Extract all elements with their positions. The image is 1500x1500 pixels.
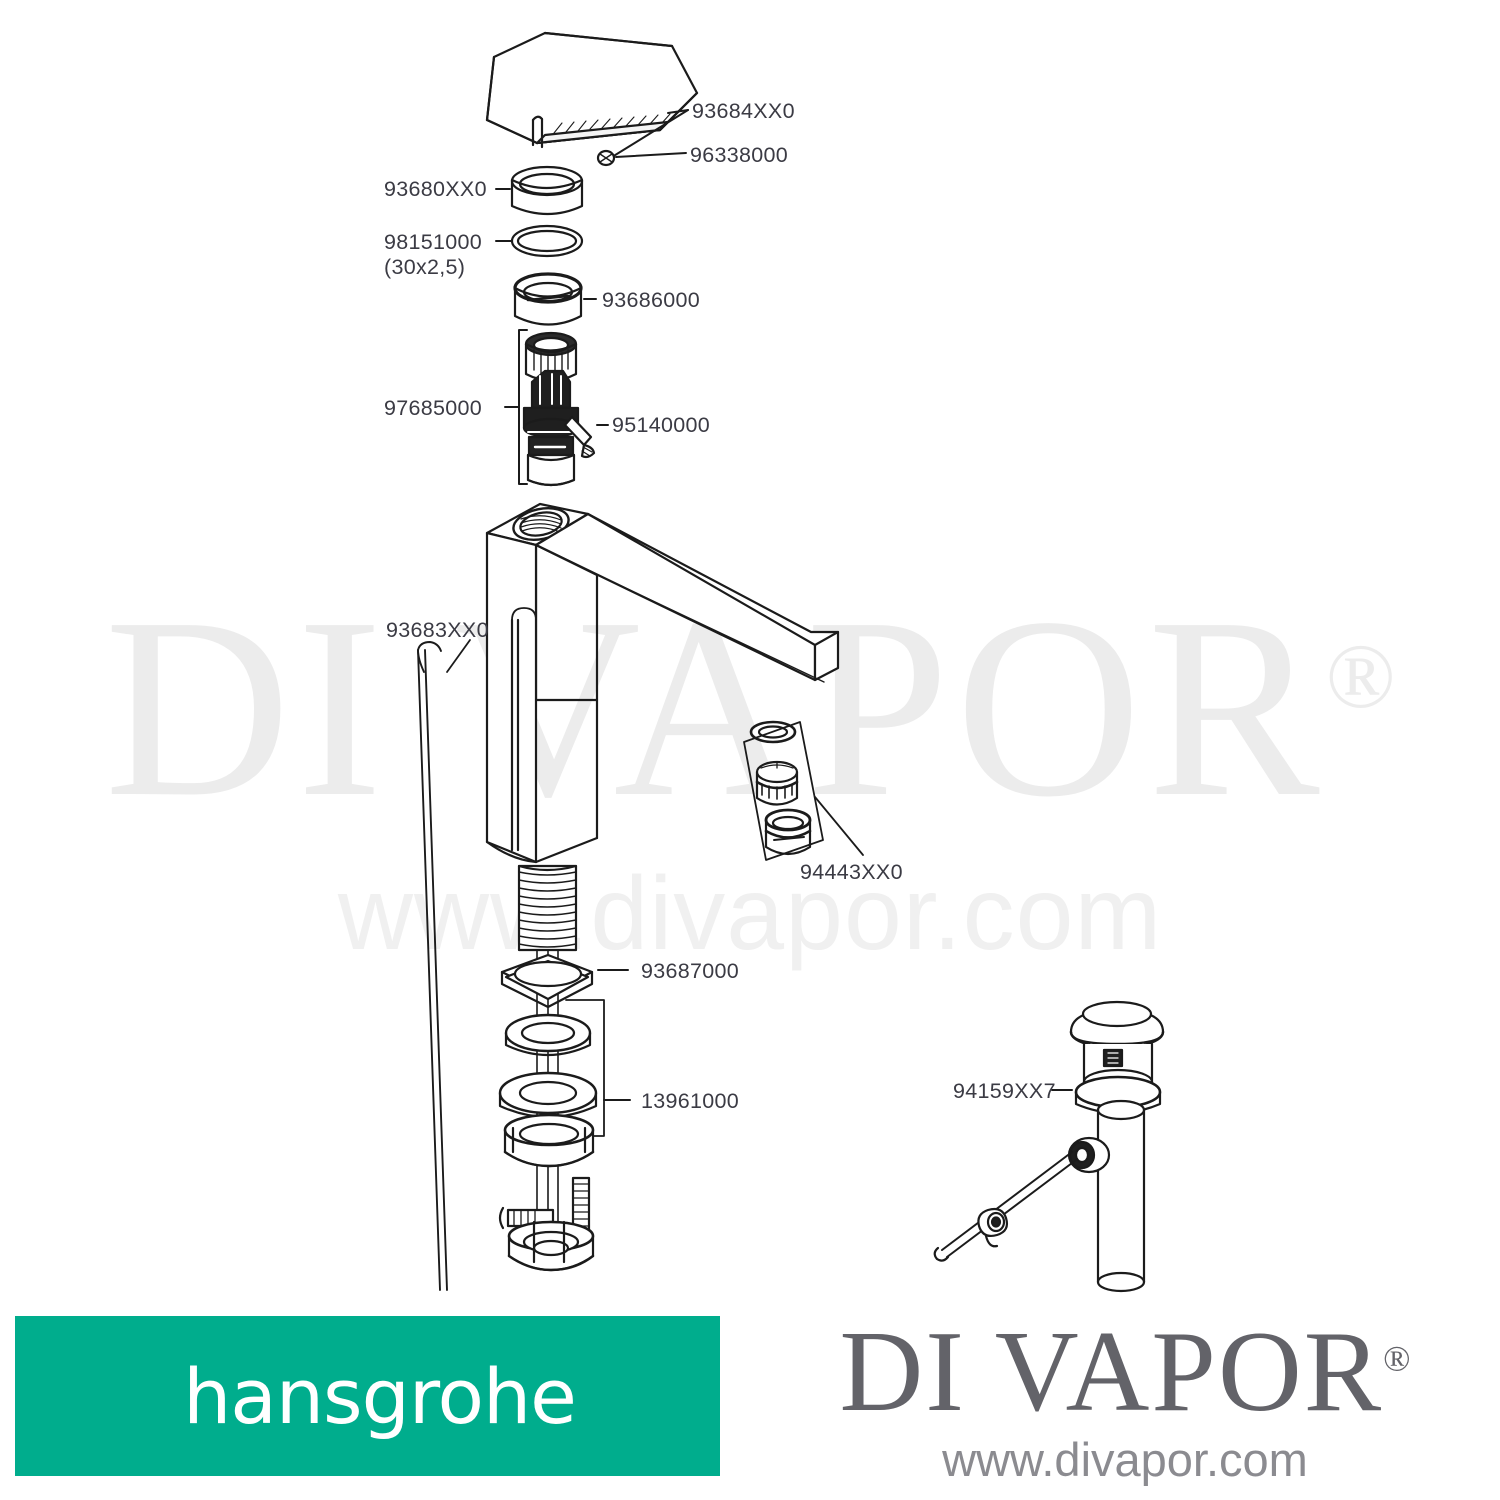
- label-aerator-set: 94443XX0: [800, 860, 903, 884]
- divapor-url: www.divapor.com: [942, 1433, 1308, 1486]
- part-grub-screw: [596, 149, 616, 167]
- label-cartridge-screw: 95140000: [612, 413, 711, 437]
- label-cartridge-nut: 93686000: [602, 288, 701, 312]
- divapor-logo: DI VAPOR® www.divapor.com: [760, 1311, 1490, 1488]
- divapor-wordmark: DI VAPOR®: [839, 1308, 1411, 1436]
- part-handle-lever: [485, 31, 699, 149]
- part-aerator-set: [749, 720, 812, 856]
- label-o-ring: 98151000(30x2,5): [384, 230, 483, 279]
- hansgrohe-wordmark: hansgrohe: [183, 1351, 577, 1441]
- label-mounting-washers: 13961000: [641, 1089, 740, 1113]
- part-handle-collar: [510, 165, 584, 216]
- label-pop-up-waste: 94159XX7: [953, 1079, 1056, 1103]
- divapor-registered-icon: ®: [1383, 1338, 1411, 1379]
- label-cartridge-assembly: 97685000: [384, 396, 483, 420]
- label-handle-collar: 93680XX0: [384, 177, 487, 201]
- label-o-ring-spec: (30x2,5): [384, 255, 466, 279]
- label-base-gasket: 93687000: [641, 959, 740, 983]
- part-cartridge-screw: [563, 415, 596, 459]
- hansgrohe-logo-box: hansgrohe: [15, 1316, 720, 1476]
- part-lift-rod: [417, 641, 448, 1291]
- part-pop-up-waste: [933, 1000, 1165, 1293]
- part-cartridge-assembly: [522, 331, 580, 487]
- part-o-ring: [510, 224, 584, 258]
- part-spout-body: [485, 502, 840, 1251]
- label-grub-screw: 96338000: [690, 143, 789, 167]
- part-base-gasket: [500, 953, 594, 1009]
- label-handle-lever: 93684XX0: [692, 99, 795, 123]
- part-mounting-washers: [498, 1013, 598, 1119]
- part-cartridge-nut: [513, 272, 583, 326]
- label-spout-body: 93683XX0: [386, 618, 489, 642]
- part-mounting-hardware: [498, 1113, 595, 1272]
